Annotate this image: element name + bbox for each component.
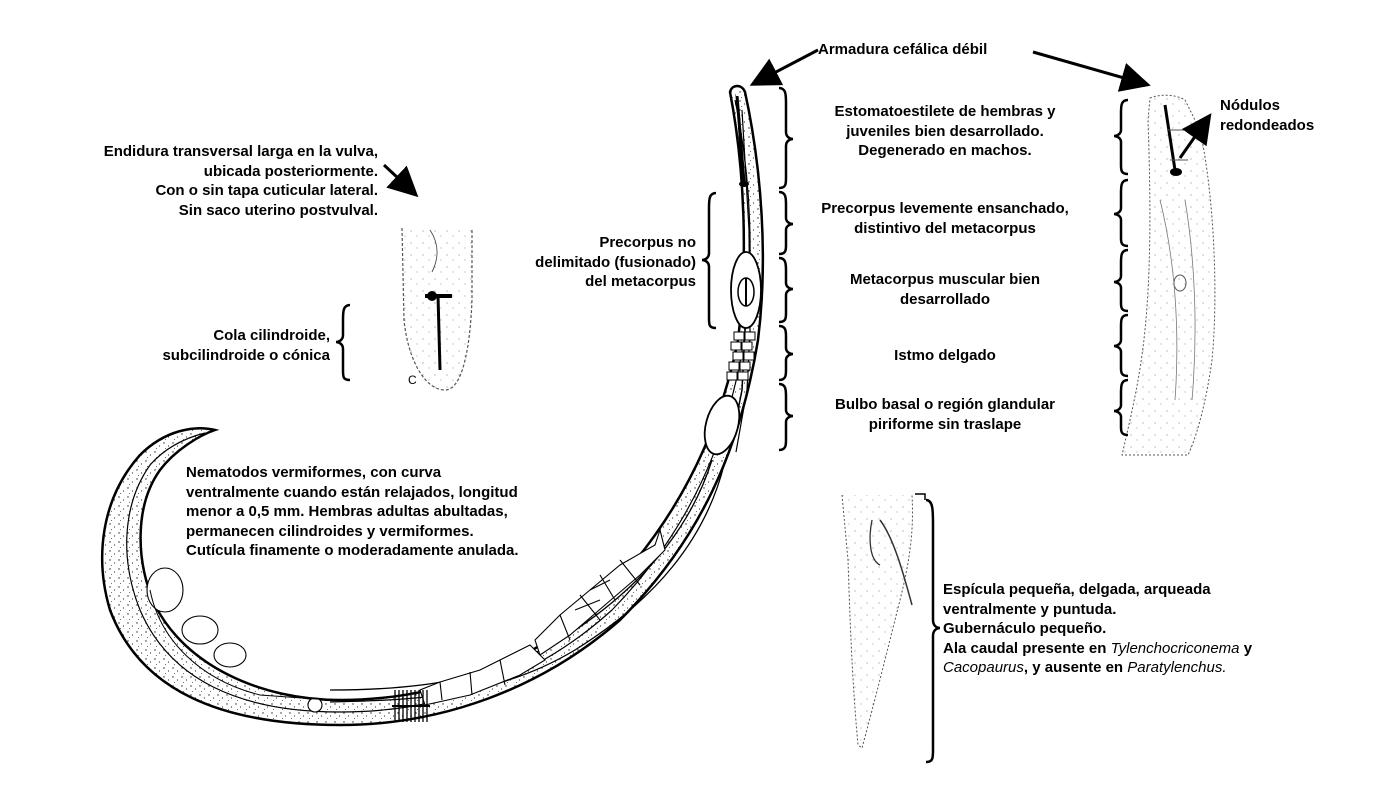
- precorpus-left-label: Precorpus no delimitado (fusionado) del …: [496, 233, 696, 292]
- precorpus-left-line: delimitado (fusionado): [535, 253, 696, 271]
- head-bracket-1: [1113, 98, 1129, 176]
- precorpus-left-bracket: [701, 191, 717, 330]
- bulb-line: Bulbo basal o región glandular: [834, 396, 1056, 413]
- vulva-line: Con o sin tapa cuticular lateral.: [155, 182, 378, 199]
- spicule-line: Cacopaurus, y ausente en Paratylenchus.: [943, 658, 1252, 678]
- isthmus-line: Istmo delgado: [894, 347, 996, 364]
- vulva-line: Sin saco uterino postvulval.: [178, 201, 378, 219]
- stylet-line: juveniles bien desarrollado.: [846, 122, 1044, 140]
- spicule-line: ventralmente y puntuda.: [943, 600, 1117, 618]
- nematode-main-body: [101, 84, 765, 727]
- genus-name: Tylenchocriconema: [1110, 639, 1240, 657]
- tail-line: subcilindroide o cónica: [162, 346, 330, 364]
- arrow-to-vulva: [382, 163, 419, 198]
- metacorpus-bracket: [778, 256, 794, 324]
- stylet-label: Estomatoestilete de hembras y juveniles …: [795, 102, 1095, 161]
- knobs-line: redondeados: [1220, 116, 1315, 134]
- vulva-line: ubicada posteriormente.: [203, 162, 378, 180]
- precorpus-right-line: Precorpus levemente ensanchado,: [821, 200, 1069, 217]
- spicule-line: Espícula pequeña, delgada, arqueada: [943, 581, 1211, 598]
- arrow-to-detail-head: [1032, 50, 1151, 92]
- head-bracket-3: [1113, 248, 1129, 313]
- stylet-line: Degenerado en machos.: [858, 142, 1032, 159]
- tail-mark: C: [408, 373, 417, 387]
- arrow-to-knobs: [1178, 113, 1212, 159]
- precorpus-right-bracket: [778, 190, 794, 256]
- female-tail-detail: [401, 227, 473, 391]
- body-line: ventralmente cuando están relajados, lon…: [186, 483, 518, 501]
- head-bracket-5: [1113, 378, 1129, 437]
- precorpus-right-label: Precorpus levemente ensanchado, distinti…: [795, 199, 1095, 238]
- body-line: Nematodos vermiformes, con curva: [186, 464, 442, 481]
- tail-line: Cola cilindroide,: [213, 327, 330, 344]
- spicule-text: , y ausente en: [1023, 659, 1128, 676]
- spicule-line: Gubernáculo pequeño.: [943, 620, 1107, 637]
- spicule-text: Ala caudal presente en: [943, 639, 1111, 657]
- metacorpus-label: Metacorpus muscular bien desarrollado: [795, 270, 1095, 309]
- arrow-to-main-head: [749, 48, 819, 86]
- body-line: menor a 0,5 mm. Hembras adultas abultada…: [186, 503, 508, 520]
- spicule-text: y: [1239, 639, 1253, 657]
- knobs-line: Nódulos: [1220, 97, 1280, 114]
- genus-name: Cacopaurus: [943, 659, 1024, 676]
- arrows: [382, 48, 1212, 198]
- title-text: Armadura cefálica débil: [818, 41, 988, 58]
- isthmus-bracket: [778, 324, 794, 382]
- stylet-line: Estomatoestilete de hembras y: [834, 103, 1056, 120]
- tail-label: Cola cilindroide, subcilindroide o cónic…: [120, 326, 330, 365]
- head-detail: [1121, 94, 1216, 456]
- precorpus-left-line: Precorpus no: [599, 234, 696, 251]
- body-line: Cutícula finamente o moderadamente anula…: [186, 542, 519, 559]
- knobs-label: Nódulos redondeados: [1220, 96, 1314, 135]
- precorpus-right-line: distintivo del metacorpus: [854, 219, 1036, 237]
- stylet-bracket: [778, 86, 794, 190]
- vulva-label: Endidura transversal larga en la vulva, …: [40, 142, 378, 220]
- body-line: permanecen cilindroides y vermiformes.: [186, 522, 474, 540]
- male-tail-detail: [841, 493, 926, 749]
- body-label: Nematodos vermiformes, con curva ventral…: [186, 463, 519, 561]
- basal-bulb-shape: [703, 394, 741, 456]
- precorpus-left-line: del metacorpus: [585, 273, 696, 290]
- title-label: Armadura cefálica débil: [818, 40, 987, 60]
- genus-name: Paratylenchus.: [1127, 659, 1227, 676]
- isthmus-label: Istmo delgado: [795, 346, 1095, 366]
- bulb-line: piriforme sin traslape: [868, 415, 1022, 433]
- spicule-bracket: [925, 498, 941, 764]
- vulva-line: Endidura transversal larga en la vulva,: [103, 143, 378, 160]
- head-bracket-4: [1113, 313, 1129, 378]
- spicule-line: Ala caudal presente en Tylenchocriconema…: [943, 639, 1252, 659]
- bulb-label: Bulbo basal o región glandular piriforme…: [795, 395, 1095, 434]
- metacorpus-line: desarrollado: [899, 290, 991, 308]
- metacorpus-line: Metacorpus muscular bien: [849, 271, 1041, 288]
- bulb-bracket: [778, 382, 794, 452]
- head-bracket-2: [1113, 178, 1129, 248]
- brackets: [335, 86, 1129, 764]
- tail-bracket: [335, 303, 351, 382]
- spicule-label: Espícula pequeña, delgada, arqueada vent…: [943, 580, 1252, 678]
